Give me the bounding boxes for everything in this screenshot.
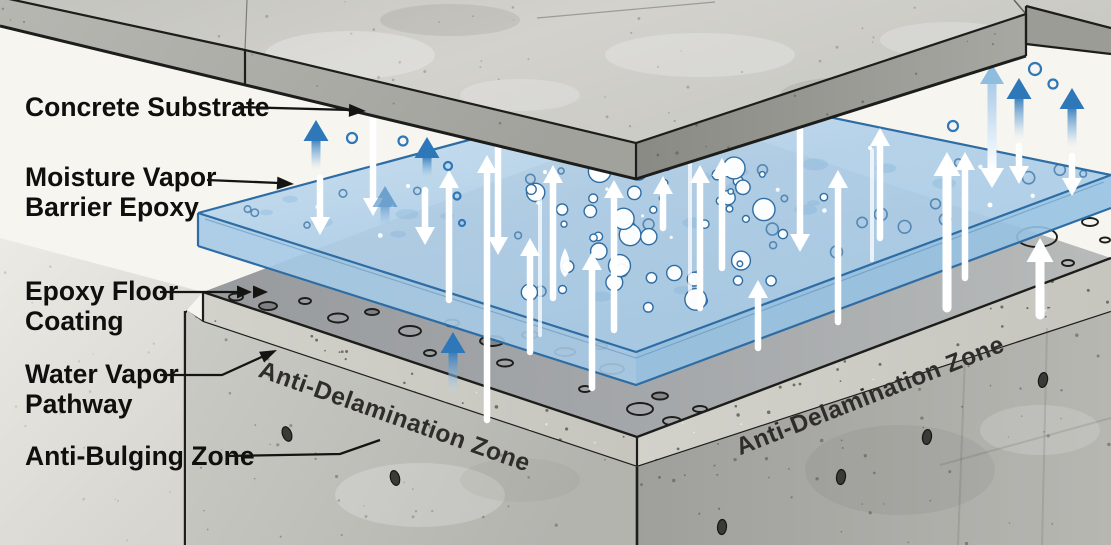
- leader-arrowheads: [237, 103, 366, 363]
- background-shade-texture: [3, 262, 197, 542]
- callout-concrete-substrate: Concrete Substrate: [25, 92, 352, 122]
- callout-epoxy-floor-coating: Epoxy Floor Coating: [25, 276, 240, 336]
- callout-text: Barrier Epoxy: [25, 192, 199, 222]
- callout-moisture-vapor-barrier: Moisture Vapor Barrier Epoxy: [25, 162, 280, 222]
- callout-text: Coating: [25, 306, 124, 336]
- block-right-face: [637, 312, 1111, 545]
- callouts: Concrete Substrate Moisture Vapor Barrie…: [25, 92, 381, 471]
- leader-line: [226, 438, 381, 458]
- block-left-face: [187, 310, 637, 545]
- callout-text: Concrete Substrate: [25, 92, 269, 122]
- leader-line: [206, 178, 280, 185]
- slab-front-right-face: [636, 14, 1026, 179]
- coating-edge-right: [637, 258, 1111, 467]
- leader-line: [160, 353, 267, 377]
- slab-top-surface: [0, 0, 1111, 143]
- callout-text: Pathway: [25, 389, 133, 419]
- floating-vapor-bubbles: [345, 61, 1059, 228]
- concrete-substrate-slab: [0, 0, 1111, 181]
- background-shade: [0, 238, 203, 545]
- callout-water-vapor-pathway: Water Vapor Pathway: [25, 353, 267, 419]
- leader-line: [237, 105, 352, 112]
- callout-text: Epoxy Floor: [25, 276, 178, 306]
- callout-text: Moisture Vapor: [25, 162, 216, 192]
- slab-front-left-face: [0, 0, 636, 179]
- barrier-edge-left: [198, 213, 636, 385]
- callout-text: Water Vapor: [25, 359, 179, 389]
- vapor-arrows: [303, 64, 1085, 424]
- callout-anti-bulging-zone: Anti-Bulging Zone: [25, 438, 381, 471]
- callout-text: Anti-Bulging Zone: [25, 441, 255, 471]
- slab-front-right-face-2: [1026, 6, 1111, 54]
- block-texture: [195, 314, 1111, 545]
